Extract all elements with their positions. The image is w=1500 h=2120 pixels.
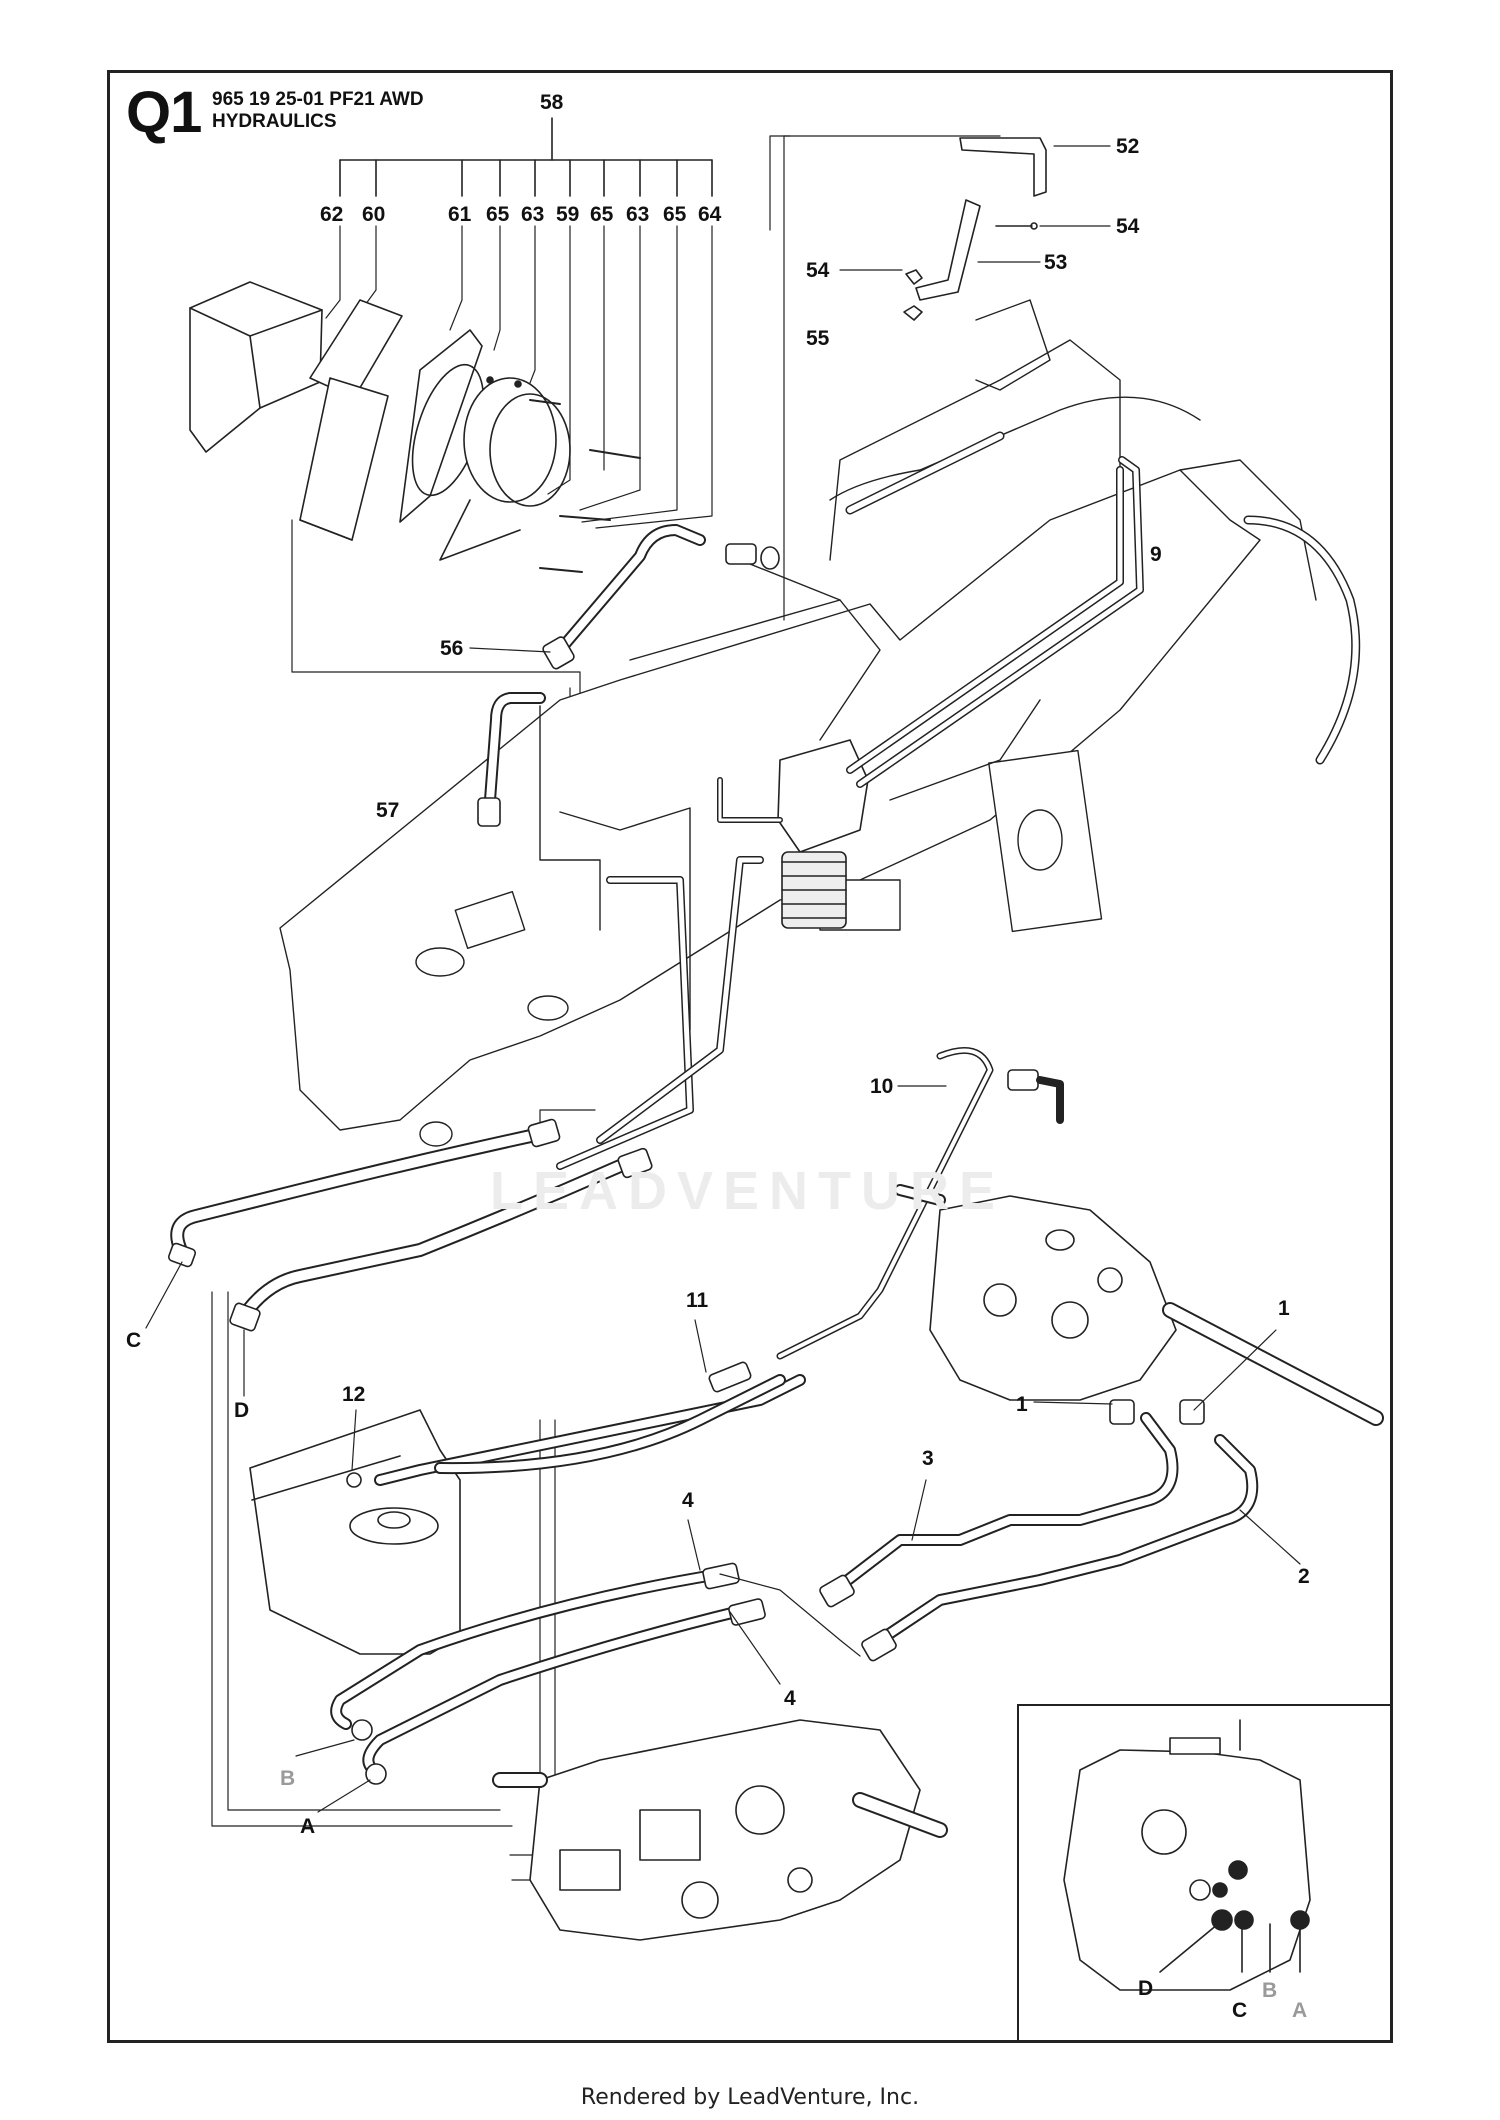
leader-lines-top bbox=[325, 225, 713, 529]
hoses-2-3-4 bbox=[330, 1412, 1259, 1785]
callout-4[interactable]: 4 bbox=[682, 1489, 694, 1512]
callout-62[interactable]: 62 bbox=[320, 203, 344, 226]
callout-53[interactable]: 53 bbox=[1044, 251, 1068, 274]
port-label-c[interactable]: C bbox=[126, 1329, 142, 1352]
hoses-c-d bbox=[167, 1118, 653, 1332]
callout-63[interactable]: 63 bbox=[626, 203, 650, 226]
diagram-code: Q1 bbox=[126, 80, 202, 145]
callout-64[interactable]: 64 bbox=[698, 203, 722, 226]
transaxle-lower bbox=[492, 1719, 948, 1941]
inset-label-d[interactable]: D bbox=[1138, 1977, 1154, 2000]
frame-hoses bbox=[556, 456, 1144, 1170]
callout-63[interactable]: 63 bbox=[521, 203, 545, 226]
callout-58[interactable]: 58 bbox=[540, 91, 564, 114]
inset-label-a[interactable]: A bbox=[1292, 1999, 1308, 2022]
callout-9[interactable]: 9 bbox=[1150, 543, 1162, 566]
control-valve bbox=[717, 739, 869, 929]
inset-label-b[interactable]: B bbox=[1262, 1979, 1278, 2002]
bracket-52-53 bbox=[903, 137, 1047, 321]
callout-4[interactable]: 4 bbox=[784, 1687, 796, 1710]
callout-59[interactable]: 59 bbox=[556, 203, 580, 226]
port-label-d[interactable]: D bbox=[234, 1399, 250, 1422]
callout-52[interactable]: 52 bbox=[1116, 135, 1140, 158]
callout-56[interactable]: 56 bbox=[440, 637, 464, 660]
watermark: LEADVENTURE bbox=[490, 1161, 1006, 1221]
inset-detail-frame bbox=[1017, 1704, 1393, 2043]
callout-2[interactable]: 2 bbox=[1298, 1565, 1310, 1588]
callout-12[interactable]: 12 bbox=[342, 1383, 366, 1406]
callout-leaders bbox=[145, 145, 1301, 1813]
callout-11[interactable]: 11 bbox=[686, 1289, 709, 1312]
inset-label-c[interactable]: C bbox=[1232, 1999, 1248, 2022]
port-label-a[interactable]: A bbox=[300, 1815, 316, 1838]
hose-56-57 bbox=[477, 524, 780, 827]
callout-61[interactable]: 61 bbox=[448, 203, 472, 226]
pipe-10 bbox=[776, 1046, 1064, 1360]
inset-transmission bbox=[1063, 1719, 1311, 1991]
filter-housing-assembly bbox=[189, 281, 641, 573]
callout-1[interactable]: 1 bbox=[1016, 1393, 1028, 1416]
port-label-b[interactable]: B bbox=[280, 1767, 296, 1790]
guide-lines bbox=[211, 135, 1001, 1881]
callout-60[interactable]: 60 bbox=[362, 203, 386, 226]
group-bracket-58 bbox=[339, 117, 713, 197]
callout-3[interactable]: 3 bbox=[922, 1447, 934, 1470]
callout-65[interactable]: 65 bbox=[486, 203, 510, 226]
callout-10[interactable]: 10 bbox=[870, 1075, 894, 1098]
callout-54[interactable]: 54 bbox=[806, 259, 830, 282]
footer-credit: Rendered by LeadVenture, Inc. bbox=[580, 2085, 920, 2110]
reservoir-tank bbox=[249, 1361, 806, 1655]
diagram-frame bbox=[107, 70, 1393, 2043]
diagram-title-line2: HYDRAULICS bbox=[212, 111, 337, 132]
callout-1[interactable]: 1 bbox=[1278, 1297, 1290, 1320]
chassis-frame bbox=[279, 299, 1361, 1147]
transaxle-upper bbox=[894, 1184, 1384, 1426]
callout-65[interactable]: 65 bbox=[663, 203, 687, 226]
diagram-title-line1: 965 19 25-01 PF21 AWD bbox=[212, 89, 424, 110]
callout-65[interactable]: 65 bbox=[590, 203, 614, 226]
callout-57[interactable]: 57 bbox=[376, 799, 400, 822]
callout-55[interactable]: 55 bbox=[806, 327, 830, 350]
callout-54[interactable]: 54 bbox=[1116, 215, 1140, 238]
